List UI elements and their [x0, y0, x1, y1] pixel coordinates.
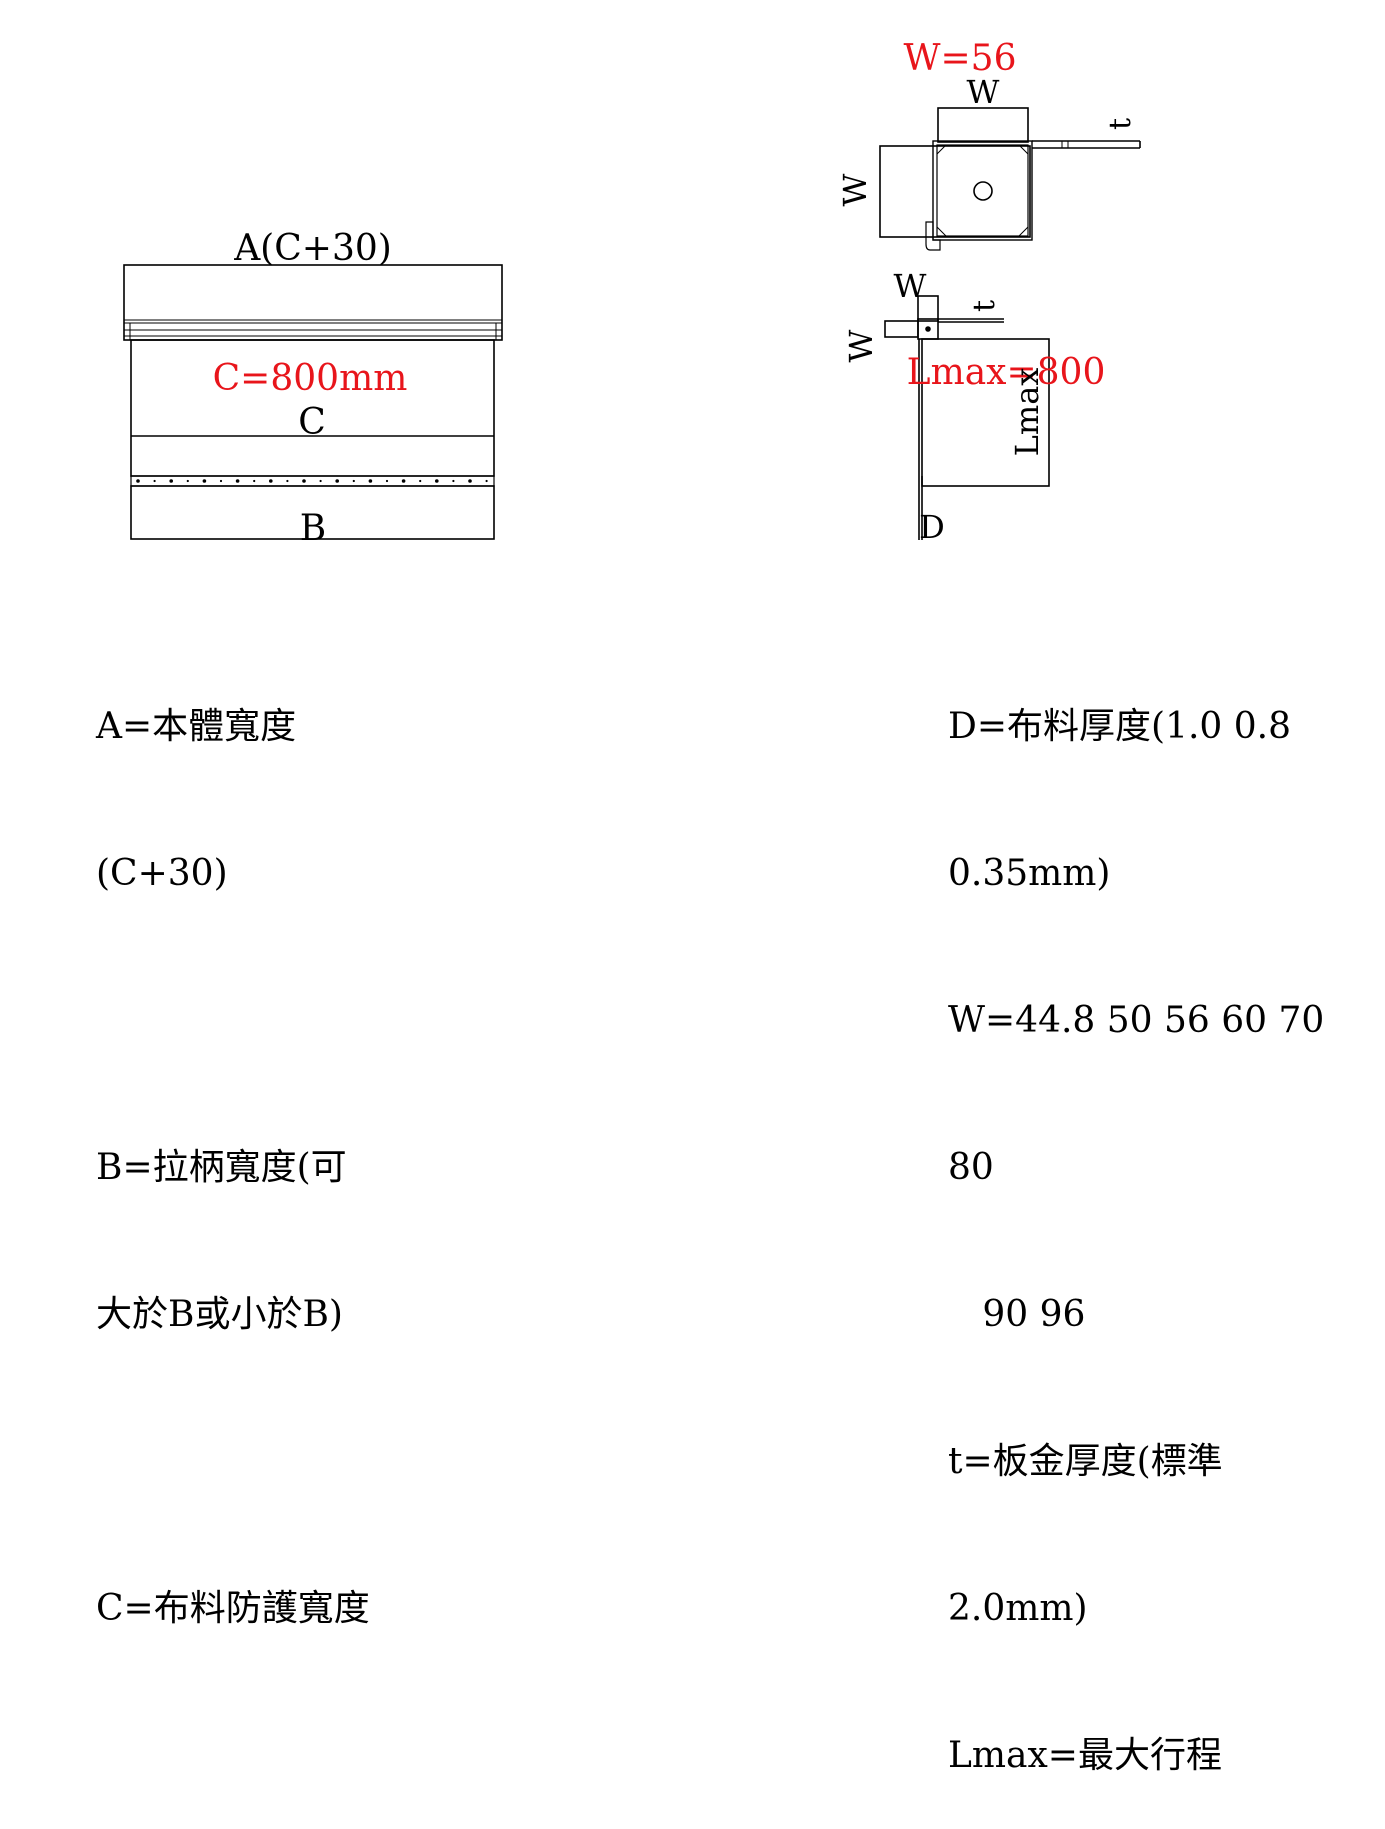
rivet-dot	[219, 479, 223, 483]
legend-line: A=本體寬度	[96, 706, 297, 747]
rivet-dot	[401, 479, 406, 483]
rivet-dot	[235, 479, 240, 483]
handle-bar	[130, 485, 495, 540]
rivet-dot	[253, 479, 256, 483]
rivet-dot	[368, 479, 373, 483]
top-view-t-label: t	[1103, 118, 1138, 130]
legend-line: Lmax=最大行程	[948, 1735, 1222, 1776]
rivet-dot	[269, 479, 273, 483]
rivet-dot	[385, 479, 389, 483]
legend-line: C=布料防護寬度	[96, 1588, 370, 1629]
rivet-dot	[302, 479, 306, 483]
legend-line: 80	[948, 1147, 994, 1188]
rivet-dot	[286, 479, 289, 483]
dimension-c-label: C	[298, 402, 326, 443]
legend-line: 2.0mm)	[948, 1588, 1088, 1629]
stroke-value-label: Lmax=800	[907, 352, 1106, 393]
rivet-dot	[468, 479, 472, 483]
legend-line: B=拉柄寬度(可	[96, 1147, 347, 1188]
rivet-dot	[335, 479, 340, 483]
side-view-t-label: t	[967, 300, 1002, 312]
legend-line: (C+30)	[96, 853, 228, 894]
side-view-w-top-label: W	[894, 267, 927, 305]
legend-line: W=44.8 50 56 60 70	[948, 1000, 1325, 1041]
legend-line	[96, 1437, 370, 1486]
dimension-a-label: A(C+30)	[233, 228, 392, 269]
side-view-d-label: D	[919, 508, 945, 546]
legend-line: t=板金厚度(標準	[948, 1441, 1223, 1482]
rivet-dot	[202, 479, 207, 483]
width-value-label: W=56	[904, 38, 1017, 79]
legend-line: 90 96	[948, 1294, 1086, 1335]
body-housing	[123, 264, 503, 341]
top-view-w-left-label: W	[836, 173, 874, 206]
technical-drawing: A(C+30) C=800mm C B W=56 W t W W	[123, 38, 1141, 549]
rivet-dot	[435, 479, 439, 483]
rivet-row	[136, 479, 488, 483]
rivet-dot	[419, 479, 422, 483]
side-view	[884, 295, 1050, 540]
dimension-b-label: B	[300, 508, 326, 549]
legend-line: 大於B或小於B)	[96, 1294, 343, 1335]
top-view-w-top-label: W	[967, 73, 1000, 111]
side-view-w-left-label: W	[842, 329, 880, 362]
rivet-strip	[130, 475, 495, 487]
rivet-dot	[352, 479, 355, 483]
rivet-dot	[452, 479, 455, 483]
legend-line	[96, 996, 370, 1045]
rivet-dot	[319, 479, 322, 483]
legend-left: A=本體寬度 (C+30) B=拉柄寬度(可 大於B或小於B) C=布料防護寬度	[96, 604, 370, 1682]
rivet-dot	[169, 479, 173, 483]
rivet-dot	[136, 479, 140, 483]
legend-line: D=布料厚度(1.0 0.8	[948, 706, 1292, 747]
front-view	[123, 264, 503, 540]
rivet-dot	[186, 479, 189, 483]
top-view	[879, 107, 1141, 251]
stroke-label: Lmax	[1008, 368, 1046, 457]
legend-line: 0.35mm)	[948, 853, 1111, 894]
rivet-dot	[485, 479, 488, 483]
dimension-c-value: C=800mm	[213, 358, 408, 399]
legend-right: D=布料厚度(1.0 0.8 0.35mm) W=44.8 50 56 60 7…	[948, 604, 1324, 1829]
rivet-dot	[153, 479, 156, 483]
